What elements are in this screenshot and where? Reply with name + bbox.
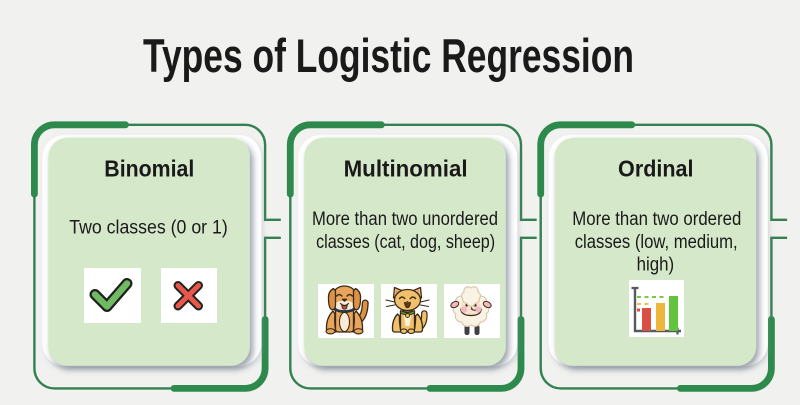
svg-text:classes (cat, dog, sheep): classes (cat, dog, sheep) bbox=[316, 232, 495, 253]
svg-text:Types of Logistic Regression: Types of Logistic Regression bbox=[143, 29, 634, 82]
svg-text:high): high) bbox=[637, 255, 675, 276]
svg-text:classes (low, medium,: classes (low, medium, bbox=[575, 232, 738, 253]
svg-text:More than two unordered: More than two unordered bbox=[312, 209, 498, 230]
svg-text:More than two ordered: More than two ordered bbox=[572, 209, 741, 230]
svg-text:Two classes (0 or 1): Two classes (0 or 1) bbox=[69, 217, 228, 238]
svg-text:Ordinal: Ordinal bbox=[618, 156, 694, 182]
svg-text:Multinomial: Multinomial bbox=[344, 156, 468, 182]
svg-text:Binomial: Binomial bbox=[104, 156, 194, 182]
